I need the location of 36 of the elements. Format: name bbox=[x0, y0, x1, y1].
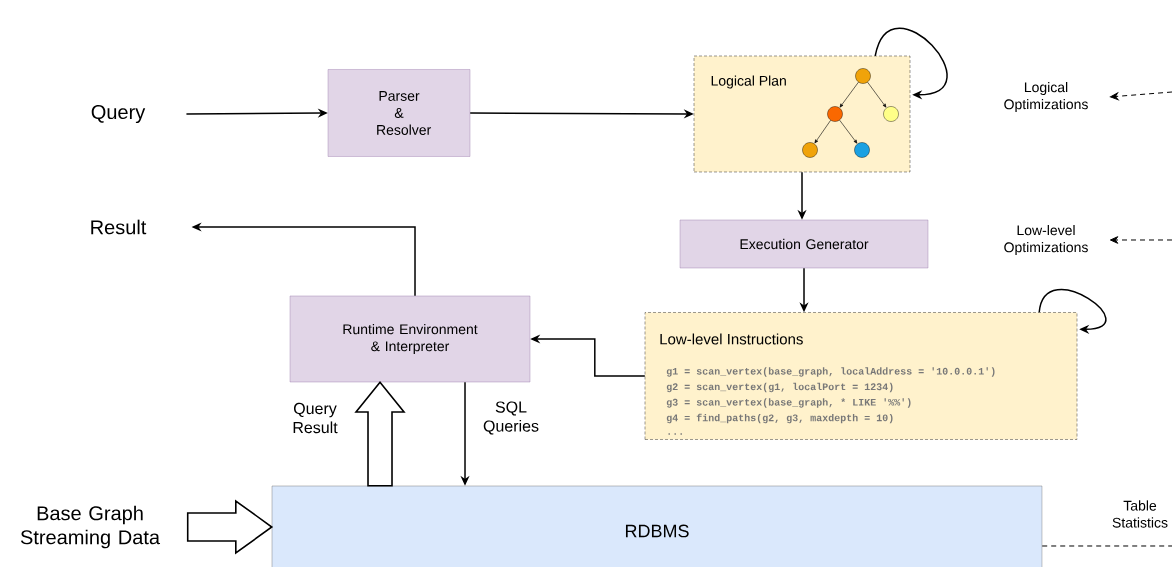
text-label: Base Graph Streaming Data bbox=[20, 505, 160, 549]
arrow bbox=[839, 119, 858, 144]
code-line: ... bbox=[668, 433, 682, 435]
process-box: Parser & Resolver bbox=[327, 69, 471, 157]
dashed-line bbox=[1041, 545, 1172, 547]
database-box: RDBMS bbox=[271, 485, 1043, 567]
text-label: Query bbox=[91, 104, 146, 124]
tree-node bbox=[802, 142, 818, 158]
hollow-arrow bbox=[354, 380, 406, 487]
edge-label: Query Result bbox=[284, 401, 346, 435]
code-line: g1 = scan_vertex(base_graph, localAddress = '10.0.0.1') bbox=[666, 367, 995, 377]
edge-label: SQL Queries bbox=[475, 400, 547, 436]
hollow-arrow bbox=[186, 499, 274, 555]
tree-node bbox=[883, 106, 899, 122]
loop-arrow bbox=[1038, 288, 1107, 334]
instructions-panel bbox=[644, 312, 1078, 440]
process-box: Runtime Environment & Interpreter bbox=[289, 295, 531, 383]
text-label: Low-level Optimizations bbox=[1004, 224, 1088, 255]
text-label: Result bbox=[91, 219, 147, 235]
code-line: g2 = scan_vertex(g1, localPort = 1234) bbox=[666, 382, 893, 393]
tree-node bbox=[854, 142, 870, 158]
tree-node bbox=[855, 68, 871, 84]
dashed-arrow bbox=[1109, 236, 1172, 244]
arrow bbox=[867, 81, 887, 108]
arrow bbox=[839, 81, 859, 108]
code-line: g3 = scan_vertex(base_graph, * LIKE '%%') bbox=[666, 398, 911, 408]
panel-heading: Low-level Instructions bbox=[660, 333, 803, 345]
code-line: g4 = find_paths(g2, g3, maxdepth = 10) bbox=[666, 413, 893, 424]
tree-node bbox=[827, 106, 843, 122]
edge-label: Table Statistics bbox=[1099, 499, 1172, 529]
loop-arrow bbox=[874, 27, 948, 100]
process-box: Execution Generator bbox=[679, 219, 929, 269]
text-label: Logical Optimizations bbox=[1004, 81, 1088, 112]
arrow bbox=[814, 120, 831, 144]
dashed-arrow bbox=[1109, 91, 1172, 101]
plan-box: Logical Plan bbox=[693, 55, 911, 173]
